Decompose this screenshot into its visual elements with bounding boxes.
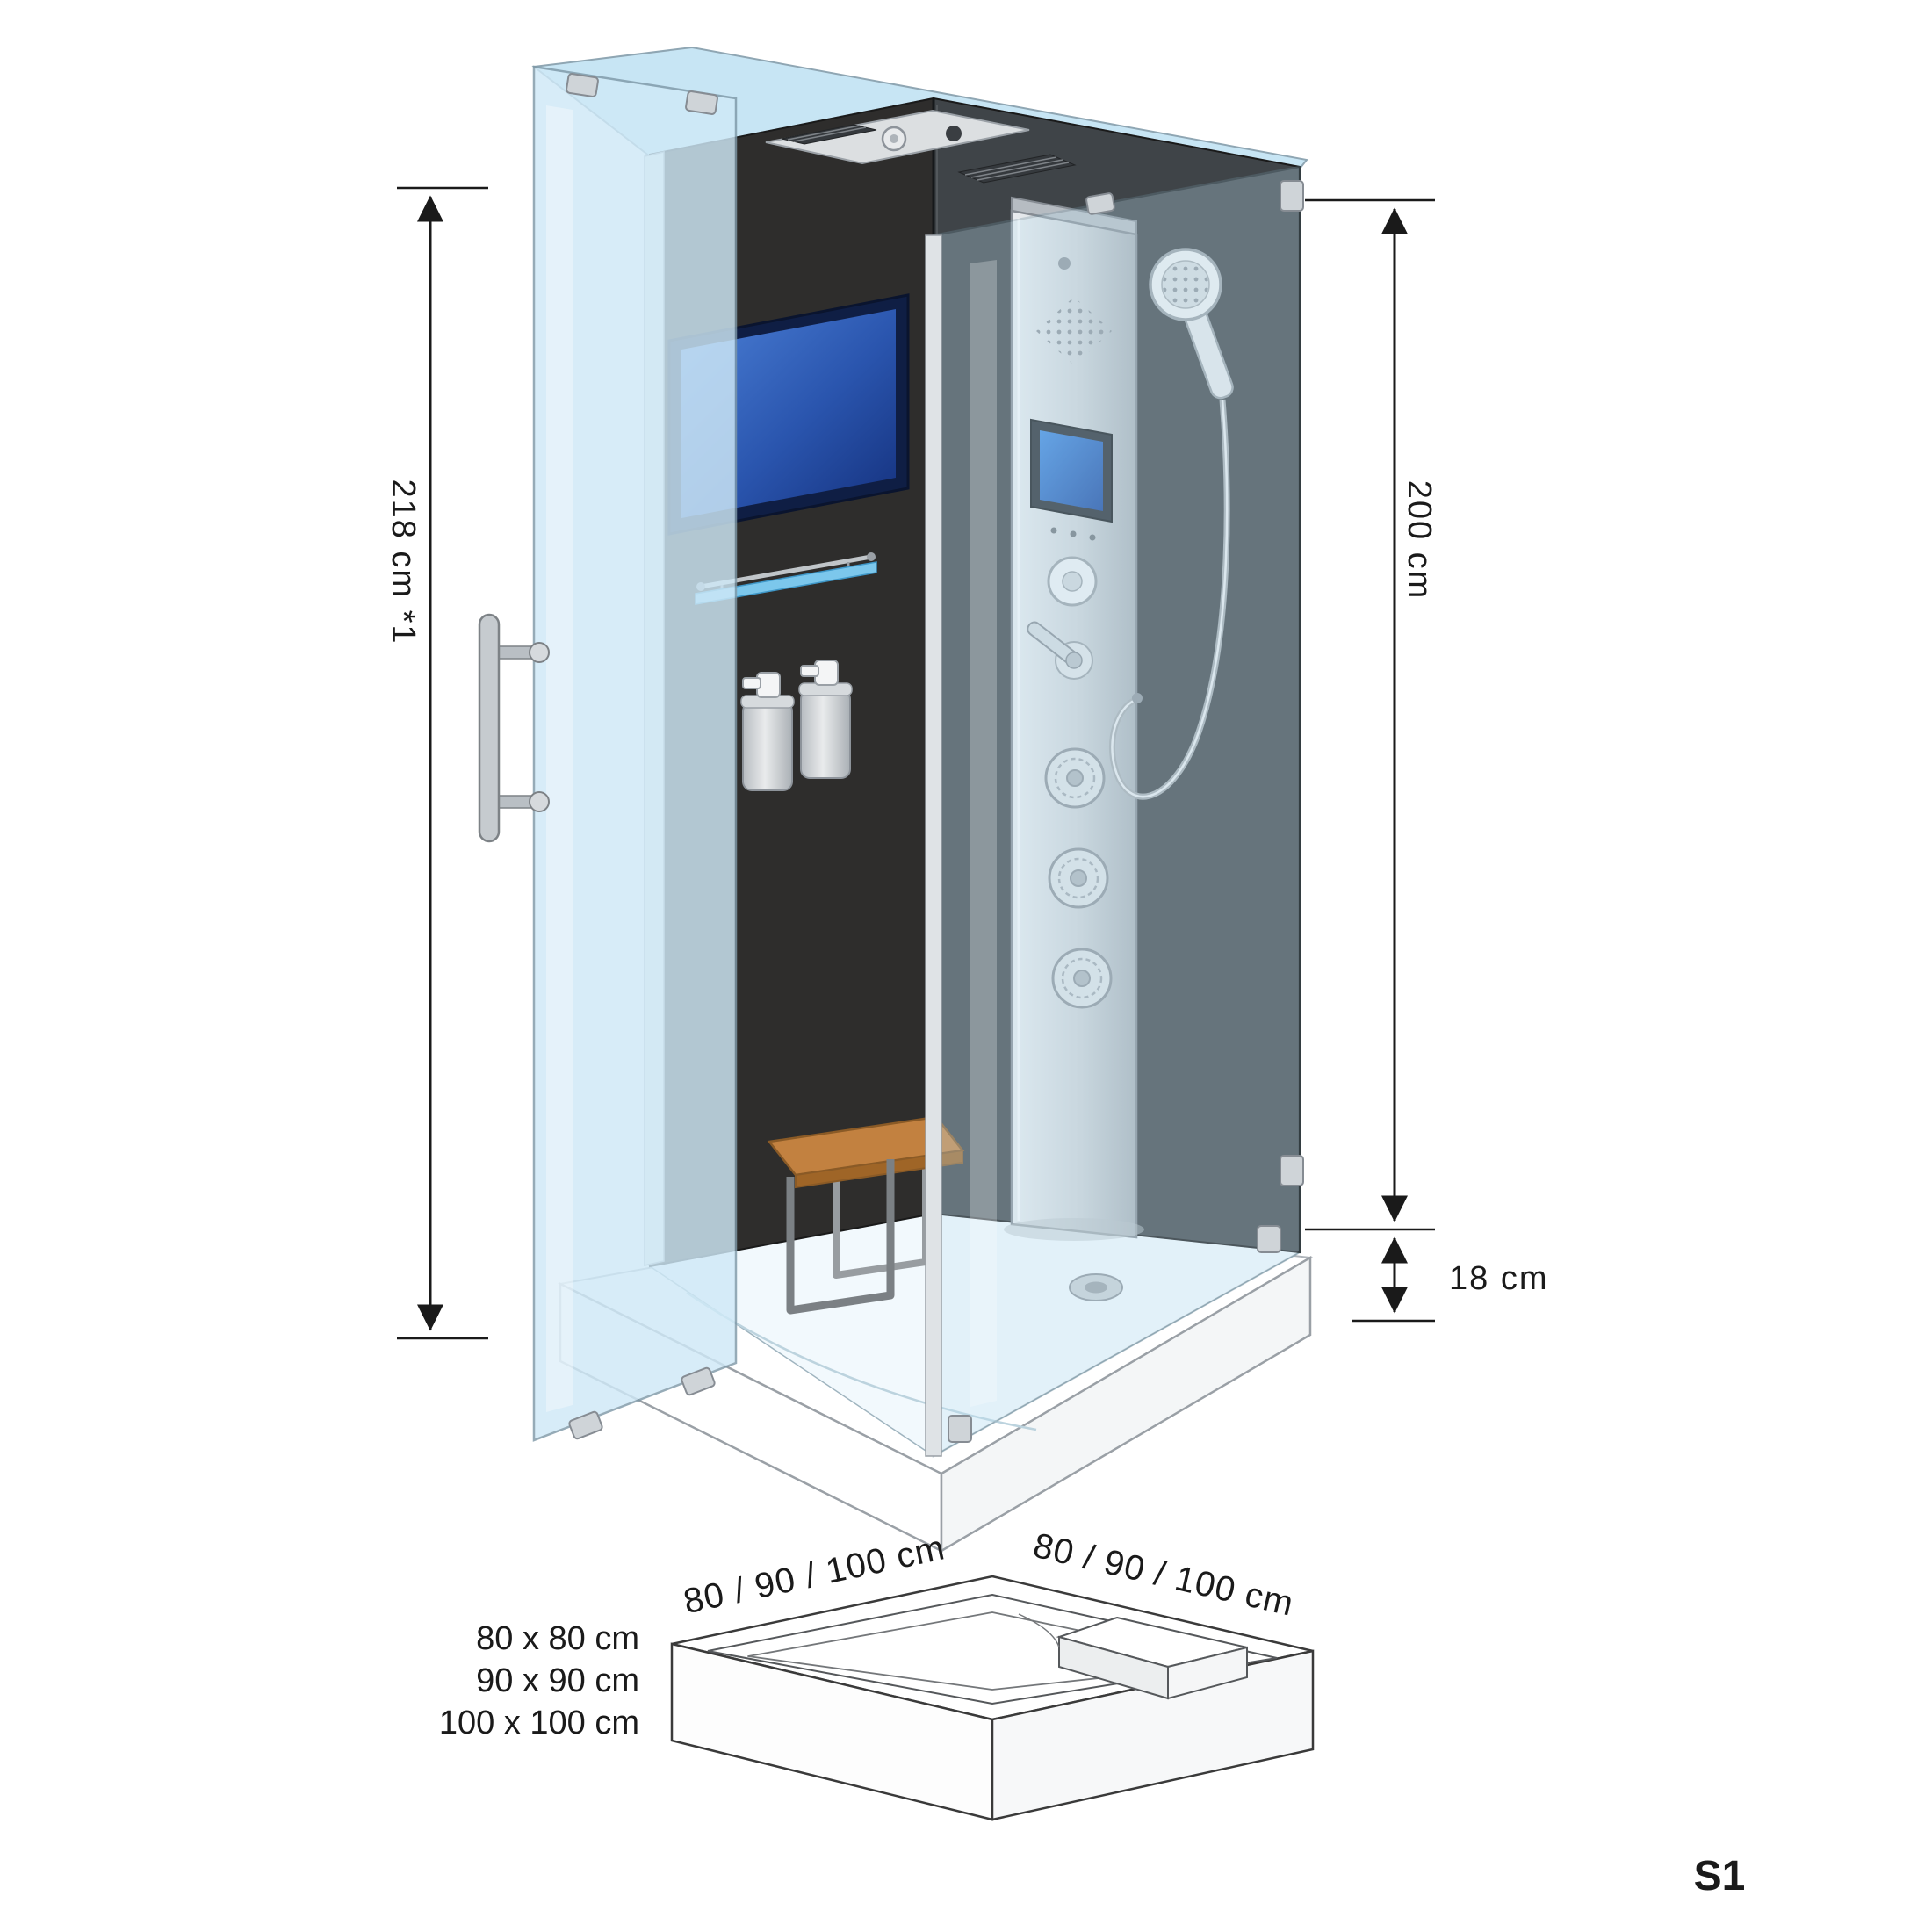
shower-cabin-illustration bbox=[478, 46, 1314, 1554]
tray-ledge bbox=[1018, 1613, 1248, 1700]
soap-dispenser bbox=[740, 672, 795, 791]
ceiling-light bbox=[946, 126, 962, 141]
dimension-total-height: 218 cm *1 bbox=[385, 186, 488, 1340]
sensor-dot bbox=[1058, 257, 1071, 270]
column-display bbox=[1030, 418, 1113, 541]
dimension-tray-height: 18 cm bbox=[1352, 1236, 1548, 1323]
soap-dispensers bbox=[740, 660, 853, 791]
massage-jet bbox=[1048, 847, 1109, 909]
massage-jet bbox=[1044, 747, 1106, 809]
shower-column bbox=[1004, 196, 1144, 1241]
door-clamp bbox=[566, 73, 599, 97]
soap-dispenser bbox=[798, 660, 853, 779]
tray-size-option: 100 x 100 cm bbox=[439, 1705, 639, 1741]
tray-size-option: 80 x 80 cm bbox=[476, 1620, 639, 1657]
door-handle bbox=[478, 613, 550, 843]
glass-clamp bbox=[1257, 1225, 1281, 1253]
model-code: S1 bbox=[1694, 1853, 1746, 1900]
ceiling-vent bbox=[957, 154, 1077, 184]
corner-profile bbox=[925, 234, 942, 1457]
ceiling-vent bbox=[781, 124, 877, 145]
stool-legs bbox=[786, 1159, 895, 1315]
tray-height-label: 18 cm bbox=[1449, 1260, 1548, 1297]
massage-jet bbox=[1051, 948, 1113, 1009]
door-clamp bbox=[681, 1366, 716, 1396]
speaker-grid bbox=[1036, 297, 1112, 365]
control-knob bbox=[1047, 556, 1098, 607]
glass-door bbox=[478, 65, 738, 1442]
door-clamp bbox=[685, 90, 718, 115]
glass-clamp bbox=[1085, 192, 1115, 215]
drain-cover bbox=[1069, 1273, 1123, 1301]
door-clamp bbox=[568, 1410, 603, 1440]
tray-size-option: 90 x 90 cm bbox=[476, 1662, 639, 1699]
fixed-glass-panel bbox=[932, 165, 1304, 1459]
hand-shower bbox=[1109, 248, 1234, 800]
stool bbox=[767, 1115, 965, 1315]
cabin-height-label: 200 cm bbox=[1401, 480, 1438, 601]
glass-clamp bbox=[1280, 1155, 1304, 1186]
glass-clamp bbox=[1280, 180, 1304, 212]
glass-clamp bbox=[948, 1415, 972, 1443]
total-height-label: 218 cm *1 bbox=[385, 479, 422, 645]
dimension-cabin-height: 200 cm bbox=[1305, 198, 1438, 1231]
mixer-lever bbox=[1027, 621, 1093, 680]
ceiling-unit bbox=[765, 109, 1077, 184]
